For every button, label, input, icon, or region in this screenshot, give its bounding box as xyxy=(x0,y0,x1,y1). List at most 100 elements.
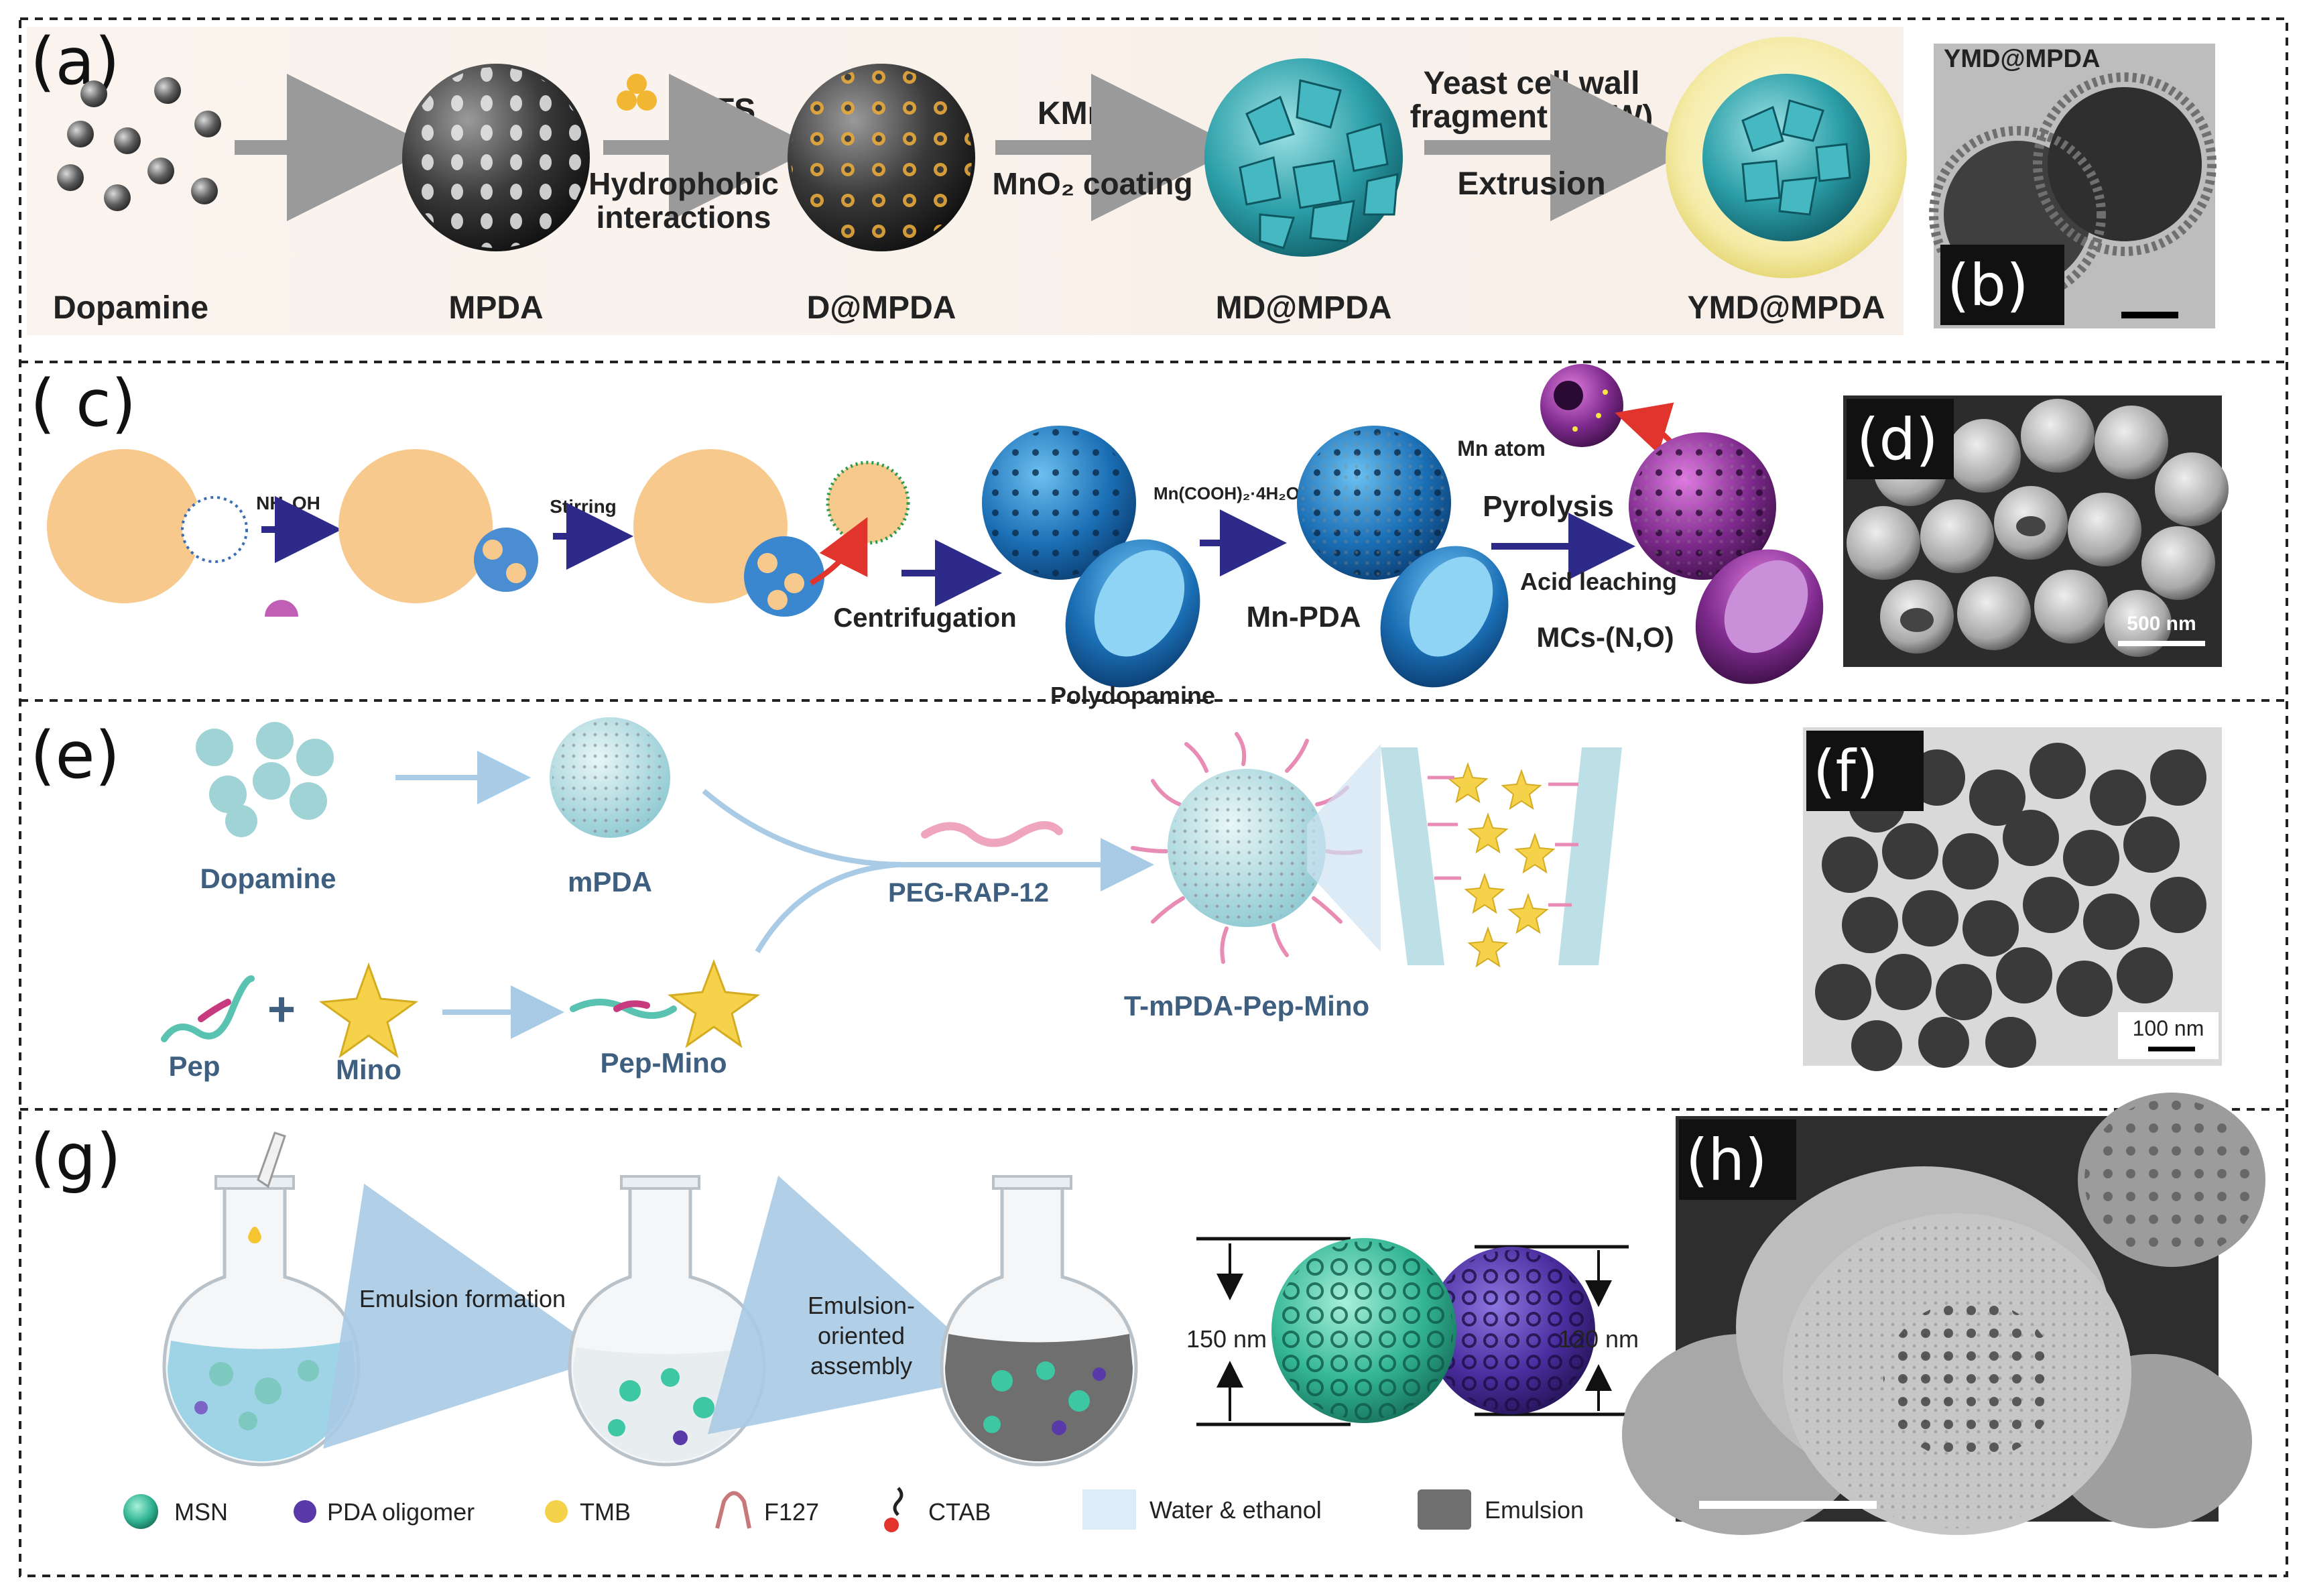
legend-ctab: CTAB xyxy=(928,1498,991,1526)
polydopamine-label: Polydopamine xyxy=(1050,682,1215,709)
panel-g: (g) Emulsion formation Emulsion- oriente… xyxy=(30,1120,1639,1532)
step3-label-top-2: fragment (YCW) xyxy=(1410,99,1654,135)
label-d-mpda: D@MPDA xyxy=(807,290,956,326)
e-pep-label: Pep xyxy=(168,1050,220,1082)
legend-tmb-icon xyxy=(545,1500,568,1523)
ymd-mpda-sphere xyxy=(1666,37,1907,278)
legend: MSN PDA oligomer TMB F127 CTAB Water & e… xyxy=(123,1487,1584,1532)
d-mpda-sphere xyxy=(788,64,975,251)
droplet-stage-2 xyxy=(338,449,538,603)
mn-pda-label: Mn-PDA xyxy=(1246,601,1361,633)
centrifugation-label: Centrifugation xyxy=(833,603,1016,633)
legend-pda: PDA oligomer xyxy=(327,1498,475,1526)
pda-sphere xyxy=(982,426,1136,580)
t-mpda-particle xyxy=(1131,732,1363,964)
dopamine-cluster xyxy=(196,722,334,837)
droplet-stage-1 xyxy=(47,449,298,617)
pore-zoom xyxy=(1381,747,1622,968)
step3-label-bottom: Extrusion xyxy=(1457,166,1605,202)
legend-emulsion: Emulsion xyxy=(1485,1496,1584,1524)
scale-bar-f-label: 100 nm xyxy=(2133,1016,2204,1040)
e-mpda-label: mPDA xyxy=(568,866,652,898)
mino-star xyxy=(318,962,419,1058)
label-md-mpda: MD@MPDA xyxy=(1216,290,1392,326)
mn-pda-sphere xyxy=(1297,426,1451,580)
legend-f127-icon xyxy=(715,1491,751,1529)
pep-chain xyxy=(161,975,255,1042)
mcs-bowl xyxy=(1695,549,1824,684)
arrow-g2 xyxy=(707,1175,1002,1434)
assembly-label-1: Emulsion- xyxy=(808,1292,915,1319)
assembly-label-3: assembly xyxy=(810,1352,912,1379)
flask-1 xyxy=(162,1131,361,1467)
mn-atom-label: Mn atom xyxy=(1457,436,1546,461)
panel-h-label: (h) xyxy=(1686,1127,1767,1194)
legend-water-icon xyxy=(1082,1489,1136,1530)
legend-msn: MSN xyxy=(174,1498,228,1526)
step1-label-top: DATS xyxy=(670,93,755,128)
legend-msn-icon xyxy=(123,1494,158,1529)
e-pep-mino-label: Pep-Mino xyxy=(601,1047,727,1079)
arrow-c3-red xyxy=(809,517,868,586)
arrow-e2-lower xyxy=(755,862,899,954)
panel-g-label: (g) xyxy=(30,1120,121,1195)
panel-a: (a) DATS Hydrophobic interaction xyxy=(27,24,1907,335)
legend-ctab-tail xyxy=(893,1487,903,1516)
scale-bar-d-label: 500 nm xyxy=(2127,613,2196,635)
stirring-label: Stirring xyxy=(550,496,617,517)
panel-f-label: (f) xyxy=(1813,738,1878,805)
panel-e: (e) Dopamine mPDA PEG-RAP-12 Pep + xyxy=(30,717,1622,1085)
tem-particle-2 xyxy=(2048,87,2202,241)
pyrolysis-label: Pyrolysis xyxy=(1483,490,1614,523)
emulsion-formation-label: Emulsion formation xyxy=(359,1285,566,1312)
panel-c: ( c) NH₄OH Stirring Centrifugation xyxy=(30,364,1824,709)
panel-b-label: (b) xyxy=(1947,252,2029,319)
panel-b-caption: YMD@MPDA xyxy=(1944,45,2100,73)
assembly-label-2: oriented xyxy=(818,1322,905,1349)
panel-c-label: ( c) xyxy=(30,366,136,441)
mcs-sphere xyxy=(1629,432,1776,580)
panel-a-label: (a) xyxy=(30,24,120,99)
panel-h-label-box xyxy=(1679,1119,1796,1200)
nh4oh-label: NH₄OH xyxy=(256,493,320,513)
legend-water: Water & ethanol xyxy=(1149,1496,1322,1524)
arrow-g1 xyxy=(323,1183,609,1449)
legend-tmb: TMB xyxy=(580,1498,631,1526)
acid-leaching-label: Acid leaching xyxy=(1520,568,1677,595)
e-mino-label: Mino xyxy=(336,1054,401,1085)
peg-chain xyxy=(921,821,1063,847)
panel-b-label-box xyxy=(1940,245,2064,325)
panel-d-label: (d) xyxy=(1857,406,1938,473)
e-dopamine-label: Dopamine xyxy=(200,863,336,894)
step2-label-bottom: MnO₂ coating xyxy=(993,166,1193,201)
legend-ctab-icon xyxy=(884,1518,899,1532)
mpda-sphere xyxy=(402,64,590,251)
e-plus: + xyxy=(267,983,296,1036)
dim-right-label: 120 nm xyxy=(1558,1325,1639,1353)
dopamine-molecules xyxy=(57,77,221,211)
label-ymd-mpda: YMD@MPDA xyxy=(1688,290,1885,326)
step1-label-bottom-1: Hydrophobic xyxy=(588,166,779,201)
label-mpda: MPDA xyxy=(448,290,543,326)
panel-d-label-box xyxy=(1847,399,1954,479)
legend-f127: F127 xyxy=(764,1498,819,1526)
t-mpda-label: T-mPDA-Pep-Mino xyxy=(1124,990,1369,1022)
dim-left-label: 150 nm xyxy=(1186,1325,1267,1353)
step2-label-top: KMnO₄ xyxy=(1038,96,1147,131)
step3-label-top-1: Yeast cell wall xyxy=(1424,66,1640,101)
md-mpda-sphere xyxy=(1204,58,1403,257)
dats-icon xyxy=(617,74,657,111)
peg-label: PEG-RAP-12 xyxy=(888,878,1049,908)
panel-b: YMD@MPDA (b) xyxy=(1929,44,2217,328)
flask-3 xyxy=(940,1175,1138,1467)
step1-label-bottom-2: interactions xyxy=(597,200,771,235)
panel-e-label: (e) xyxy=(30,718,120,793)
mn-pda-bowl xyxy=(1380,546,1509,688)
mn-atom-zoom xyxy=(1540,364,1623,447)
panel-d: (d) 500 nm xyxy=(1843,395,2229,667)
mn-reagent-label: Mn(COOH)₂·4H₂O xyxy=(1154,483,1300,503)
legend-pda-icon xyxy=(294,1500,316,1523)
panel-f-label-box xyxy=(1806,731,1924,811)
pda-bowl xyxy=(1065,539,1200,688)
